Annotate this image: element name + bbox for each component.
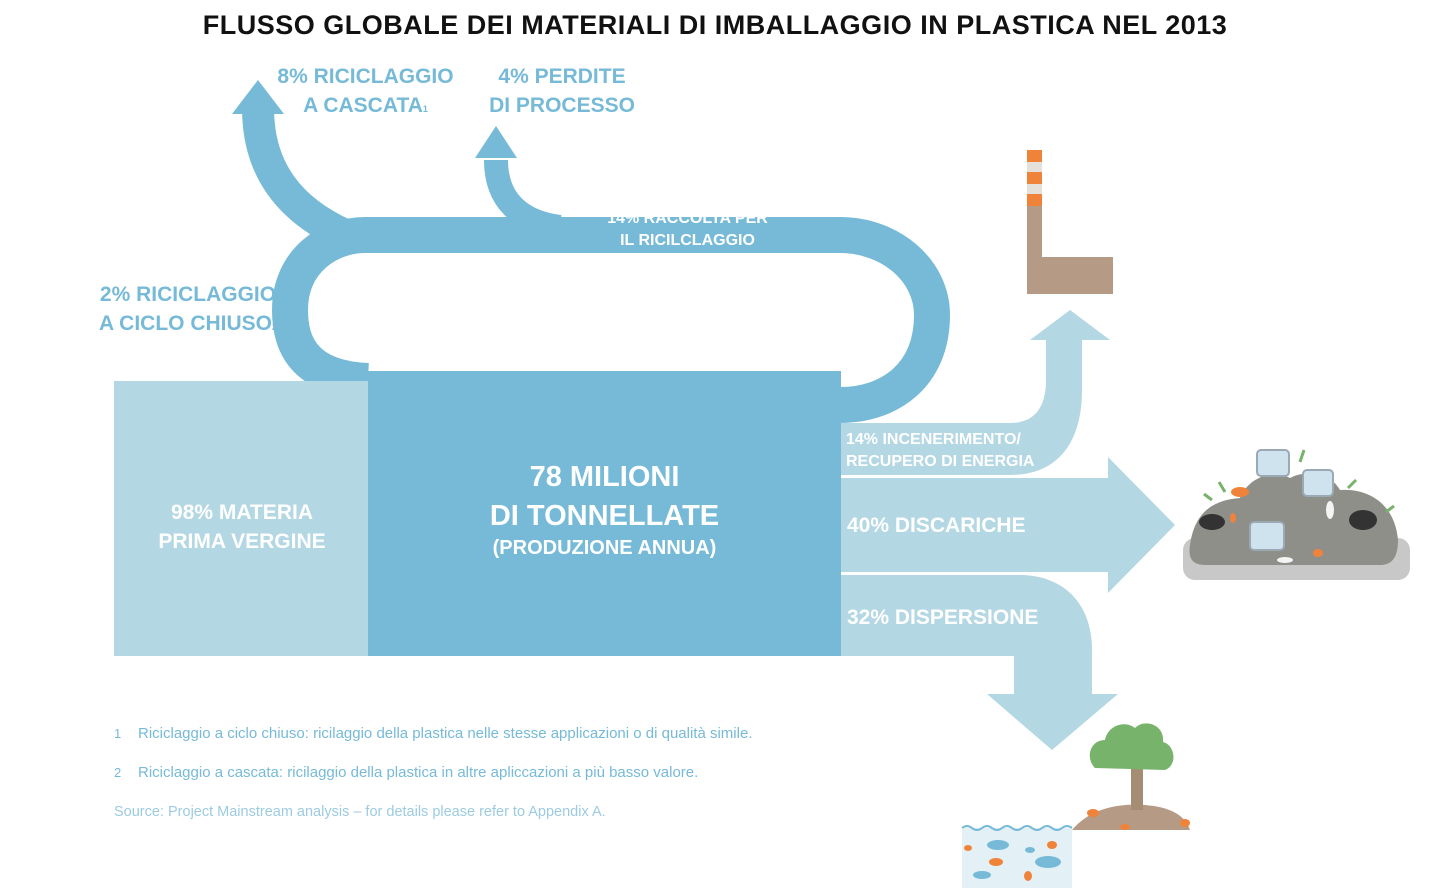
leakage-flow (841, 575, 1092, 700)
losses-arrow-head (475, 126, 517, 158)
footnote-2-number: 2 (114, 765, 122, 780)
ocean-island-tree-icon (961, 723, 1190, 888)
virgin-material-block (114, 381, 368, 656)
collection-label-line1: 14% RACCOLTA PER (607, 210, 768, 227)
cascade-footnote-ref: 1 (422, 104, 428, 114)
production-label-line2: DI TONNELLATE (489, 500, 720, 532)
losses-label-line1: 4% PERDITE (498, 65, 626, 88)
collection-label-line2: IL RICILCLAGGIO (620, 232, 755, 249)
virgin-material-label: 98% MATERIA PRIMA VERGINE (120, 498, 364, 556)
losses-label-line2: DI PROCESSO (489, 94, 635, 117)
production-label: 78 MILIONI DI TONNELLATE (PRODUZIONE ANN… (368, 458, 841, 560)
closed-loop-label: 2% RICICLAGGIO A CICLO CHIUSO2 (88, 280, 288, 338)
incineration-label-line1: 14% INCENERIMENTO/ (846, 431, 1021, 448)
cascade-label-line1: 8% RICICLAGGIO (277, 65, 454, 88)
landfill-label: 40% DISCARICHE (847, 514, 1026, 537)
diagram-title: FLUSSO GLOBALE DEI MATERIALI DI IMBALLAG… (202, 10, 1228, 40)
landfill-arrow-head (1108, 457, 1175, 593)
cascade-arrow-head (232, 80, 284, 114)
footnote-2-text: Riciclaggio a cascata: ricilaggio della … (138, 764, 699, 781)
source-note: Source: Project Mainstream analysis – fo… (114, 804, 606, 820)
closed-footnote-ref: 2 (272, 322, 278, 332)
incineration-arrow-head (1030, 310, 1110, 340)
factory-chimney-icon (1027, 150, 1113, 294)
cascade-label-text: A CASCATA (303, 94, 423, 117)
footnote-1: 1 Riciclaggio a ciclo chiuso: ricilaggio … (114, 725, 752, 742)
production-label-line1: 78 MILIONI (529, 461, 680, 493)
footnote-1-number: 1 (114, 726, 122, 741)
production-label-line3: (PRODUZIONE ANNUA) (492, 537, 717, 559)
incineration-label-line2: RECUPERO DI ENERGIA (846, 453, 1035, 470)
closed-label-line2: A CICLO CHIUSO2 (88, 309, 288, 338)
closed-label-line1: 2% RICICLAGGIO (99, 283, 277, 306)
landfill-pile-icon (1183, 449, 1410, 580)
leakage-arrow-head (987, 694, 1118, 750)
collection-loop-flow (271, 217, 951, 423)
virgin-label-line2: PRIMA VERGINE (158, 530, 326, 553)
cascade-label-line2: A CASCATA1 (268, 91, 463, 120)
production-block (368, 371, 841, 656)
cascade-recycling-flow (242, 107, 352, 250)
leakage-label: 32% DISPERSIONE (847, 606, 1039, 629)
footnote-1-text: Riciclaggio a ciclo chiuso: ricilaggio d… (138, 725, 753, 742)
collection-label: 14% RACCOLTA PER IL RICILCLAGGIO (575, 208, 800, 252)
process-losses-label: 4% PERDITE DI PROCESSO (472, 62, 652, 120)
cascade-recycling-label: 8% RICICLAGGIO A CASCATA1 (268, 62, 463, 120)
process-losses-flow (484, 159, 562, 239)
incineration-flow (841, 338, 1082, 475)
virgin-label-line1: 98% MATERIA (171, 501, 313, 524)
landfill-flow (841, 478, 1111, 572)
footnote-2: 2 Riciclaggio a cascata: ricilaggio della… (114, 764, 698, 781)
incineration-label: 14% INCENERIMENTO/ RECUPERO DI ENERGIA (846, 429, 1066, 473)
closed-label-text: A CICLO CHIUSO (98, 312, 273, 335)
